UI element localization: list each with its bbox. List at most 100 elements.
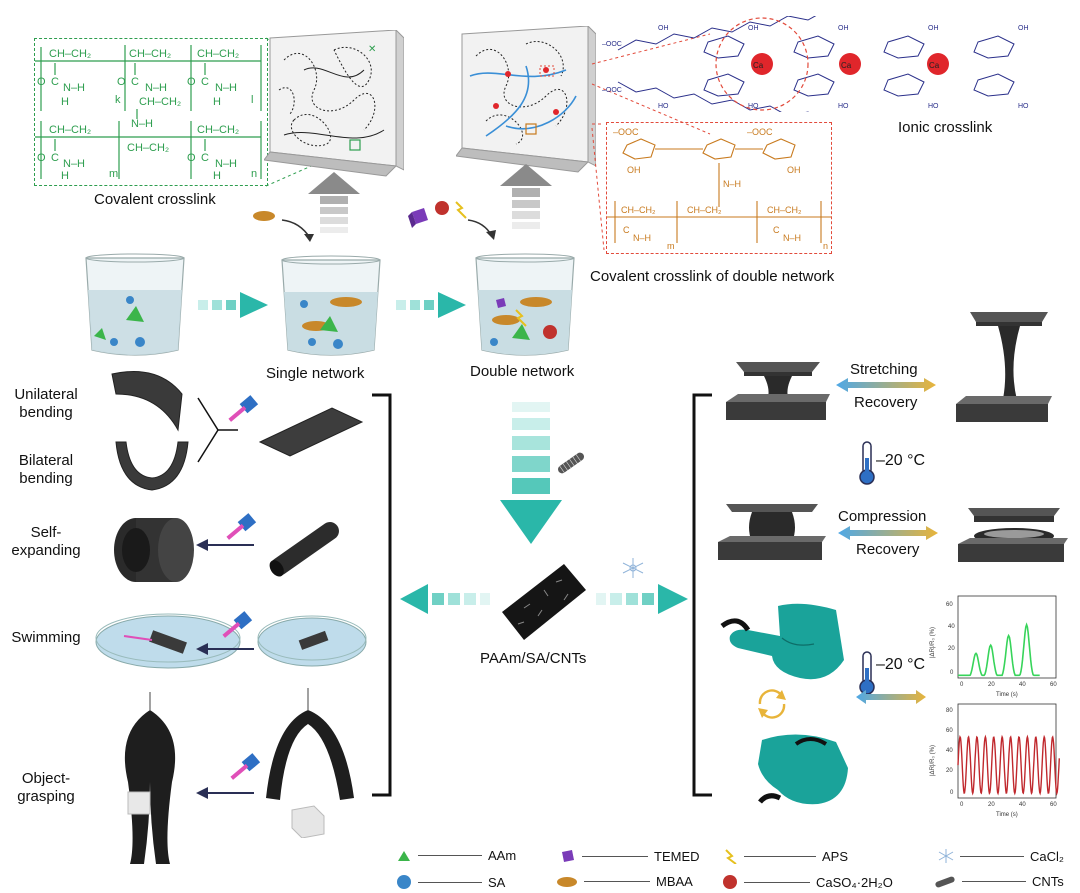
svg-text:–OOC: –OOC [613, 127, 639, 137]
legend-cacl2: CaCl₂ [938, 848, 1064, 864]
cycle-arrows-icon [758, 689, 786, 719]
svg-text:H: H [213, 96, 221, 108]
svg-text:l: l [251, 94, 253, 106]
nir-laser-icon [222, 611, 253, 638]
flat-gel-sheet [258, 407, 364, 457]
left-arrow-swimming [196, 643, 254, 655]
covalent-crosslink-label: Covalent crosslink [94, 191, 216, 208]
svg-text:N–H: N–H [633, 233, 651, 243]
x-tick: 20 [988, 802, 995, 808]
beaker-single-network [281, 255, 381, 356]
x-tick: 20 [988, 682, 995, 688]
svg-text:N–H: N–H [215, 82, 237, 94]
svg-text:Ca: Ca [841, 61, 852, 70]
double-arrow-sensing [856, 690, 926, 704]
plot-series-green [958, 622, 1040, 677]
svg-text:CH–CH₂: CH–CH₂ [197, 124, 239, 136]
expanded-cylinder [114, 518, 194, 582]
cnt-tube-icon [557, 452, 585, 474]
thermometer-icon [859, 441, 875, 485]
left-arrow-expanding [196, 539, 254, 551]
teal-arrow-right-2 [396, 292, 466, 318]
svg-text:C: C [201, 152, 209, 164]
double-network-covalent-label: Covalent crosslink of double network [590, 268, 835, 285]
mbaa-add-arrow [253, 211, 314, 242]
nir-laser-icon [228, 395, 259, 422]
svg-text:OH: OH [658, 25, 669, 32]
svg-text:N–H: N–H [63, 82, 85, 94]
x-tick: 0 [960, 682, 964, 688]
svg-text:HO: HO [748, 103, 759, 110]
sa-paam-structure: –OOC –OOC OH OH N–H CH–CH₂ CH–CH₂ CH–CH₂… [607, 127, 831, 251]
legend-cnts: CNTs [934, 874, 1064, 889]
teal-arrow-right-1 [198, 292, 268, 318]
unilateral-bent-gel [111, 371, 183, 432]
svg-text:N–H: N–H [723, 179, 741, 189]
detail-connectors [591, 33, 711, 251]
tensile-sample-stretched [956, 312, 1052, 422]
egg-box-highlight [715, 17, 809, 111]
resistance-plot-throat: 80 60 40 20 0 0 20 40 60 Time (s) |ΔR|/R… [930, 703, 1060, 818]
throat-sensing-hand [758, 734, 848, 805]
svg-text:O: O [187, 152, 196, 164]
double-network-label: Double network [470, 363, 575, 380]
y-tick: 20 [948, 646, 955, 652]
x-axis-label: Time (s) [996, 692, 1018, 698]
object-grasping-label: Object-grasping [17, 770, 75, 805]
legend-sa: SA [396, 874, 505, 890]
svg-text:CH–CH₂: CH–CH₂ [621, 205, 656, 215]
temperature-label-1: –20 °C [876, 452, 926, 469]
svg-text:C: C [131, 76, 139, 88]
svg-text:CH–CH₂: CH–CH₂ [767, 205, 802, 215]
svg-text:HO: HO [658, 103, 669, 110]
thermometer-icon [859, 651, 875, 695]
svg-text:N–H: N–H [131, 118, 153, 130]
single-network-cube: ✕ [264, 30, 404, 177]
x-tick: 60 [1050, 802, 1057, 808]
svg-text:N–H: N–H [215, 158, 237, 170]
svg-text:C: C [51, 152, 59, 164]
svg-text:CH–CH₂: CH–CH₂ [687, 205, 722, 215]
self-expanding-label: Self-expanding [11, 524, 81, 559]
svg-text:C: C [201, 76, 209, 88]
group-label: CH–CH₂ [49, 48, 91, 60]
sa-icon [397, 875, 411, 889]
x-tick: 40 [1019, 802, 1026, 808]
resistance-plot-finger: 60 40 20 0 0 20 40 60 Time (s) |ΔR|/R₀ (… [930, 595, 1057, 698]
legend-caso4: CaSO₄·2H₂O [722, 874, 893, 890]
rolled-tube [269, 522, 339, 577]
legend-temed: TEMED [560, 848, 700, 864]
petri-dish-idle [257, 615, 367, 667]
nir-laser-icon [226, 513, 257, 540]
teal-arrow-right-3 [596, 584, 688, 614]
material-label: PAAm/SA/CNTs [480, 650, 587, 667]
svg-text:–OOC: –OOC [602, 87, 622, 94]
ionic-crosslink-structure: –OOC –OOC OH OH OH OH OH HO HO HO HO HO … [602, 16, 1029, 112]
y-tick: 40 [946, 748, 953, 754]
svg-text:n: n [251, 168, 257, 180]
svg-text:CH–CH₂: CH–CH₂ [139, 96, 181, 108]
svg-text:Ca: Ca [753, 61, 764, 70]
group-label: CH–CH₂ [197, 48, 239, 60]
svg-text:–OOC: –OOC [602, 41, 622, 48]
legend-aam: AAm [396, 848, 516, 863]
y-branch-lines [197, 397, 238, 463]
svg-text:OH: OH [787, 165, 801, 175]
covalent-crosslink-box: CH–CH₂ CH–CH₂ CH–CH₂ C O N–H H k C O N–H… [34, 38, 268, 186]
svg-text:n: n [823, 241, 828, 251]
crosslink-mark-icon: ✕ [368, 44, 376, 55]
stretching-label: Stretching [850, 361, 918, 378]
y-tick: 80 [946, 708, 953, 714]
svg-text:C: C [51, 76, 59, 88]
left-bracket [372, 393, 392, 797]
svg-text:–OOC: –OOC [747, 127, 773, 137]
gray-up-arrow-1 [308, 172, 360, 233]
svg-text:H: H [61, 170, 69, 182]
recovery-label-2: Recovery [856, 541, 920, 558]
x-tick: 60 [1050, 682, 1057, 688]
temperature-label-2: –20 °C [876, 656, 926, 673]
svg-text:HO: HO [928, 103, 939, 110]
svg-text:OH: OH [748, 25, 759, 32]
